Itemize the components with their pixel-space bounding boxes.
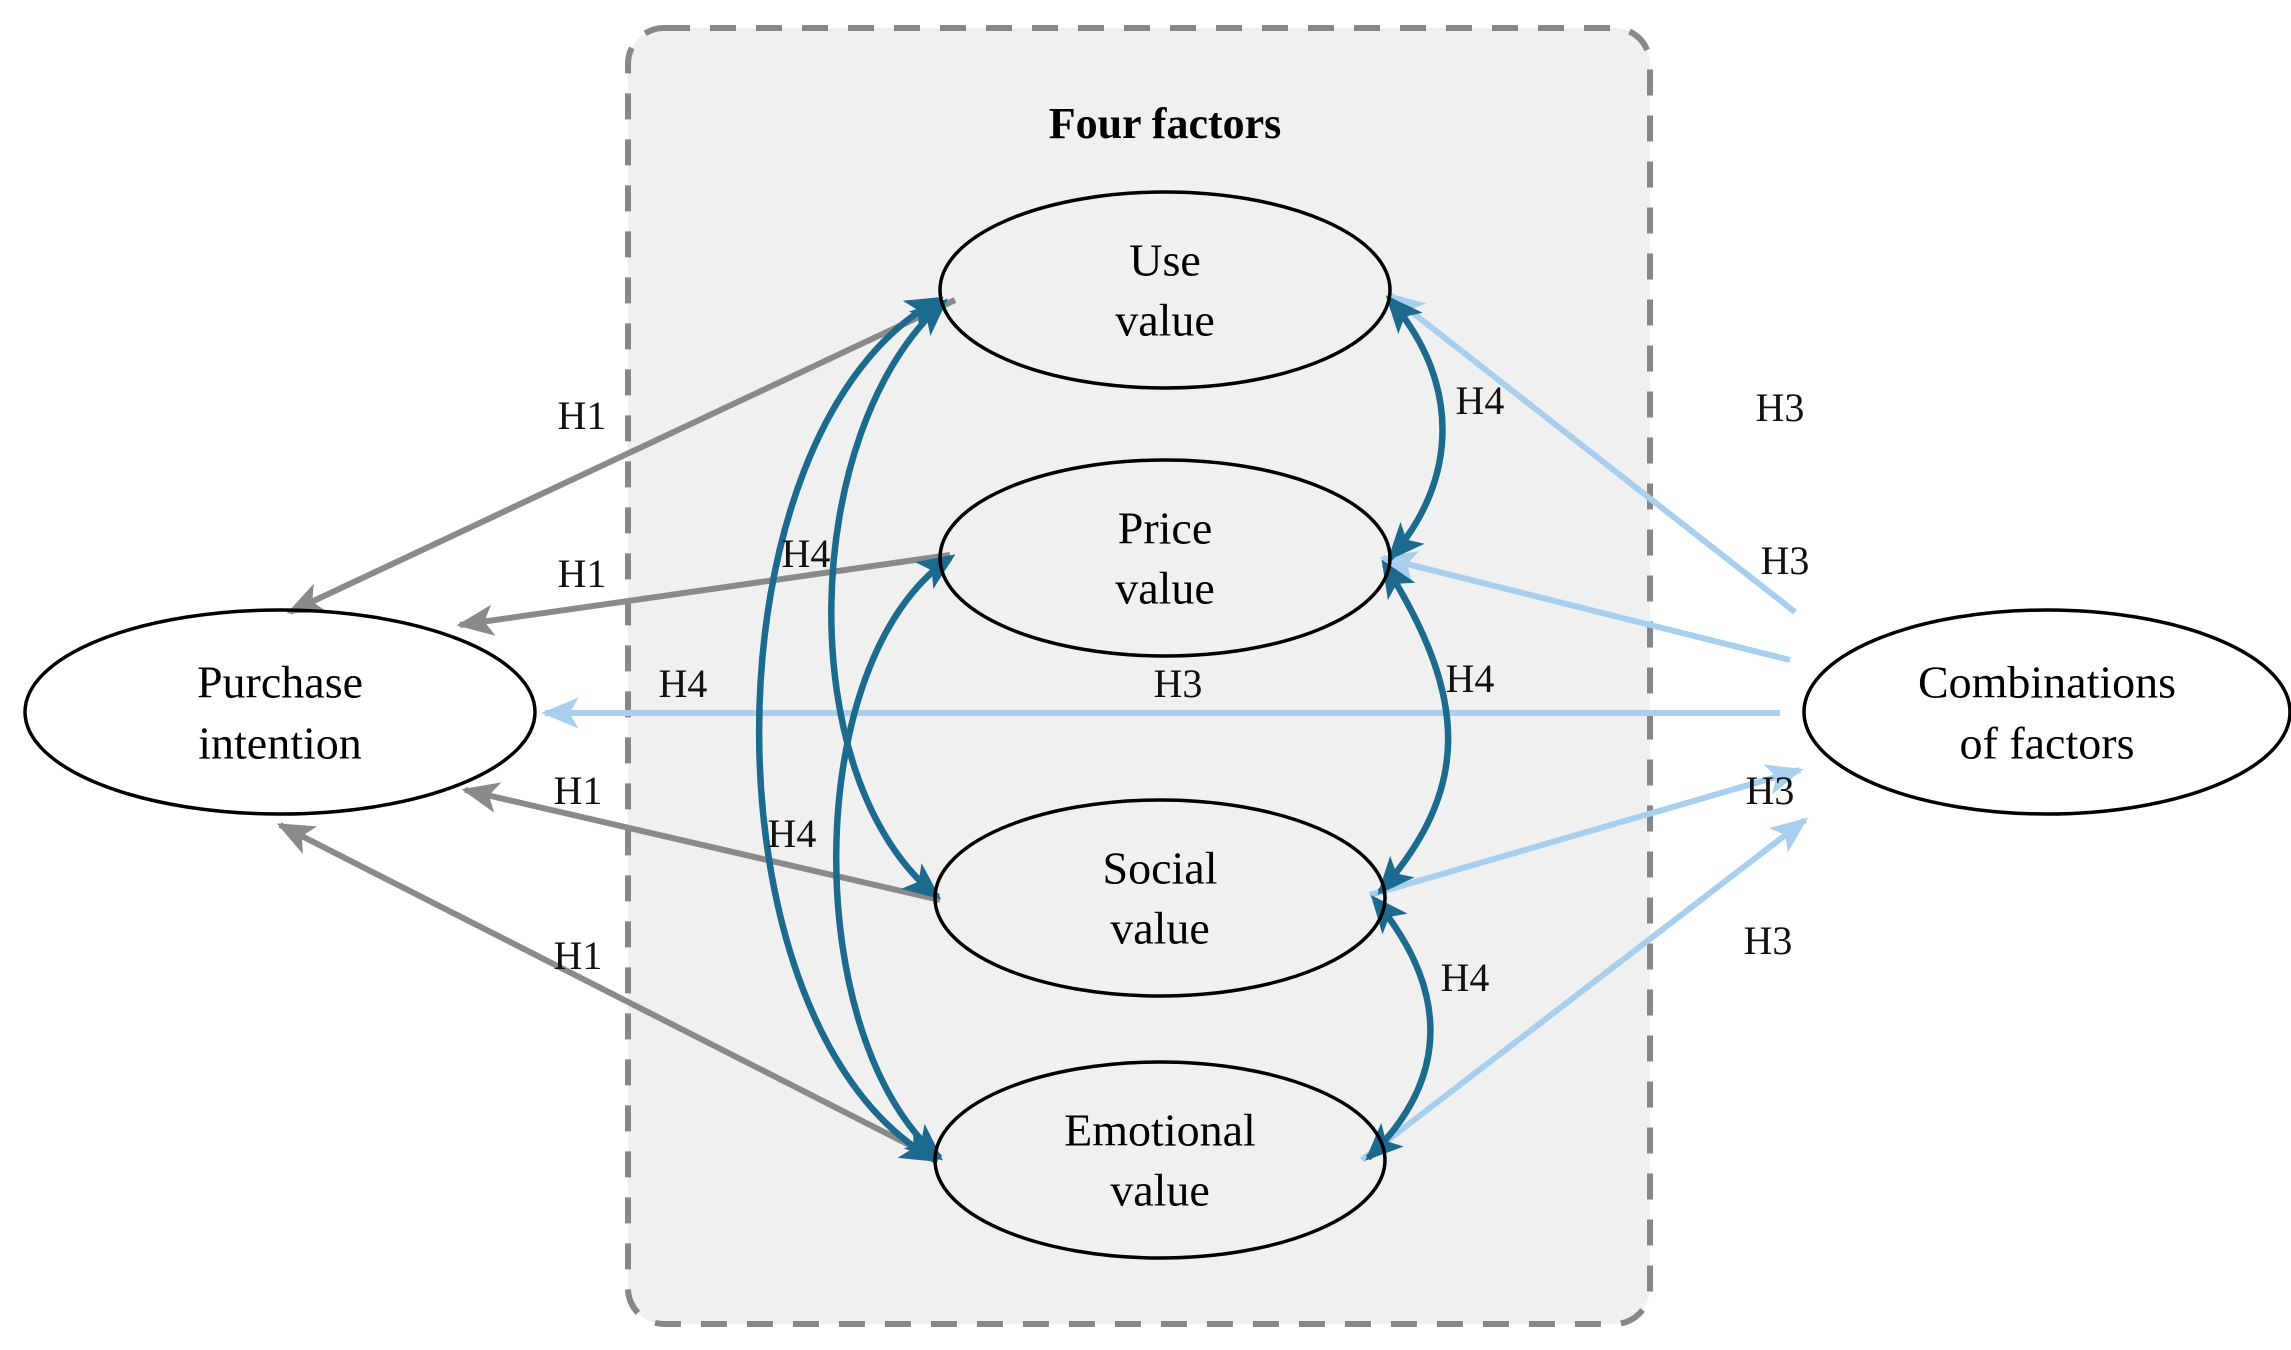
edge-h1-social-value-to-purchase-intention bbox=[461, 782, 941, 903]
node-social-value-line2: value bbox=[1110, 903, 1210, 954]
label-h3-emotional-value: H3 bbox=[1744, 918, 1793, 963]
node-social-value[interactable] bbox=[933, 798, 1387, 998]
node-price-value[interactable] bbox=[938, 458, 1392, 658]
label-h4-left-lower: H4 bbox=[768, 811, 817, 856]
label-h3-price-value: H3 bbox=[1761, 538, 1810, 583]
node-emotional-value[interactable] bbox=[933, 1060, 1387, 1260]
label-h4-left-outer: H4 bbox=[659, 661, 708, 706]
node-emotional-value-line1: Emotional bbox=[1064, 1105, 1256, 1156]
edge-h4-use-value-social-value bbox=[828, 298, 948, 900]
label-h4-social-emotional: H4 bbox=[1441, 955, 1490, 1000]
node-price-value-line1: Price bbox=[1118, 503, 1213, 554]
node-price-value-line2: value bbox=[1115, 563, 1215, 614]
node-combinations-line2: of factors bbox=[1960, 718, 2135, 769]
edge-h1-use-value-to-purchase-intention bbox=[286, 297, 957, 615]
edge-h3-social-value-to-combinations bbox=[1369, 764, 1804, 898]
edge-h1-price-value-to-purchase-intention bbox=[456, 552, 951, 636]
edge-h4-use-value-price-value bbox=[1385, 295, 1446, 561]
label-h4-use-price: H4 bbox=[1456, 378, 1505, 423]
edge-h4-price-value-social-value bbox=[1377, 559, 1452, 895]
node-combinations-line1: Combinations bbox=[1918, 657, 2176, 708]
node-use-value-line1: Use bbox=[1129, 235, 1201, 286]
edge-h3-combinations-to-use-value bbox=[1387, 292, 1797, 615]
edge-h3-combinations-to-price-value bbox=[1379, 551, 1791, 663]
node-use-value-line2: value bbox=[1115, 295, 1215, 346]
node-purchase-intention-line2: intention bbox=[198, 718, 362, 769]
node-emotional-value-line2: value bbox=[1110, 1165, 1210, 1216]
label-h4-price-social: H4 bbox=[1446, 656, 1495, 701]
label-h1-price-value: H1 bbox=[558, 551, 607, 596]
edge-h4-price-value-emotional-value bbox=[833, 554, 956, 1161]
node-combinations-of-factors[interactable] bbox=[1802, 608, 2291, 816]
label-h1-use-value: H1 bbox=[558, 393, 607, 438]
group-title: Four factors bbox=[1049, 99, 1282, 148]
label-h4-left-upper: H4 bbox=[782, 531, 831, 576]
node-use-value[interactable] bbox=[938, 190, 1392, 390]
label-h3-center: H3 bbox=[1154, 661, 1203, 706]
edge-h4-use-value-emotional-value bbox=[755, 296, 944, 1163]
label-h1-social-value: H1 bbox=[554, 768, 603, 813]
node-purchase-intention[interactable] bbox=[23, 608, 537, 816]
label-h3-social-value: H3 bbox=[1746, 768, 1795, 813]
edge-h4-social-value-emotional-value bbox=[1365, 895, 1434, 1161]
node-purchase-intention-line1: Purchase bbox=[197, 657, 363, 708]
label-h3-use-value: H3 bbox=[1756, 385, 1805, 430]
node-social-value-line1: Social bbox=[1103, 843, 1218, 894]
edge-h3-emotional-value-to-combinations bbox=[1360, 817, 1808, 1163]
label-h1-emotional-value: H1 bbox=[554, 933, 603, 978]
edge-h1-emotional-value-to-purchase-intention bbox=[276, 822, 937, 1161]
